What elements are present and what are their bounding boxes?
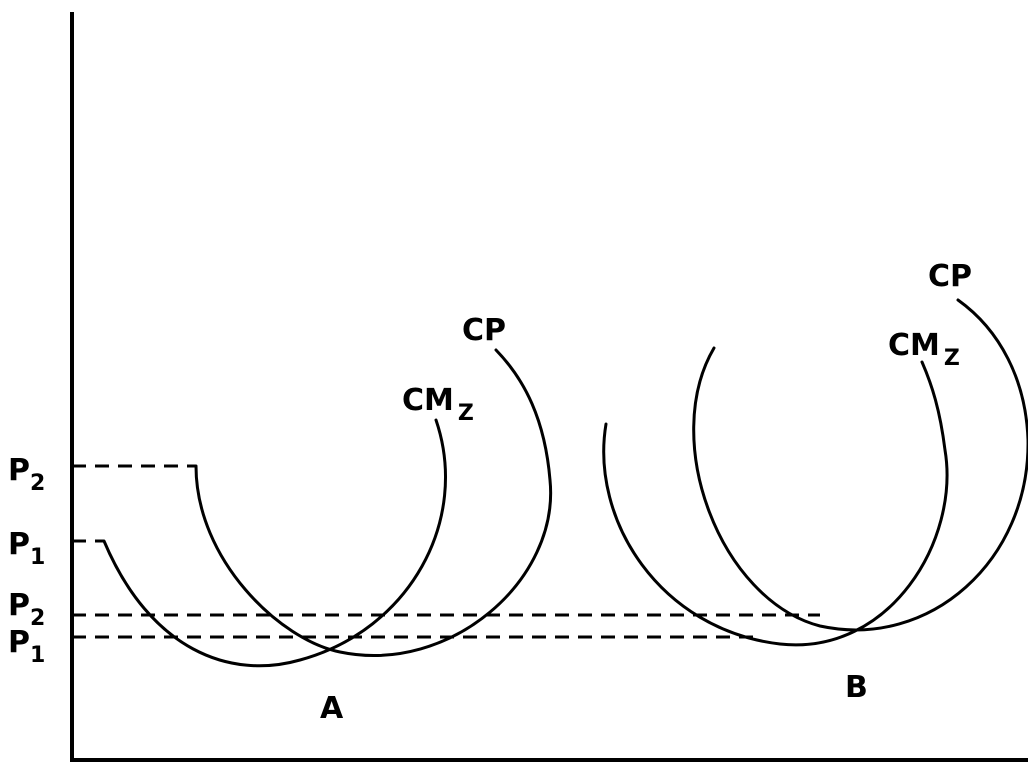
p2-upper-label: P2 [8, 453, 45, 496]
p2-lower-label: P2 [8, 588, 45, 631]
panel-a-cp-label: CP [462, 313, 506, 348]
panel-b-label: B [845, 670, 868, 705]
panel-a-cp-curve [194, 348, 553, 657]
y-axis-labels: P2 P1 P2 P1 [8, 453, 45, 668]
p1-lower-label: P1 [8, 625, 45, 668]
panel-a-curves [102, 348, 553, 668]
panel-b-cp-label: CP [928, 259, 972, 294]
panel-a-cmz-curve [102, 418, 447, 668]
panel-a-label: A [320, 691, 344, 726]
p1-upper-label: P1 [8, 527, 45, 570]
axes [70, 12, 1028, 762]
panel-b-curves [602, 298, 1028, 647]
panel-b-cp-curve [692, 298, 1028, 632]
